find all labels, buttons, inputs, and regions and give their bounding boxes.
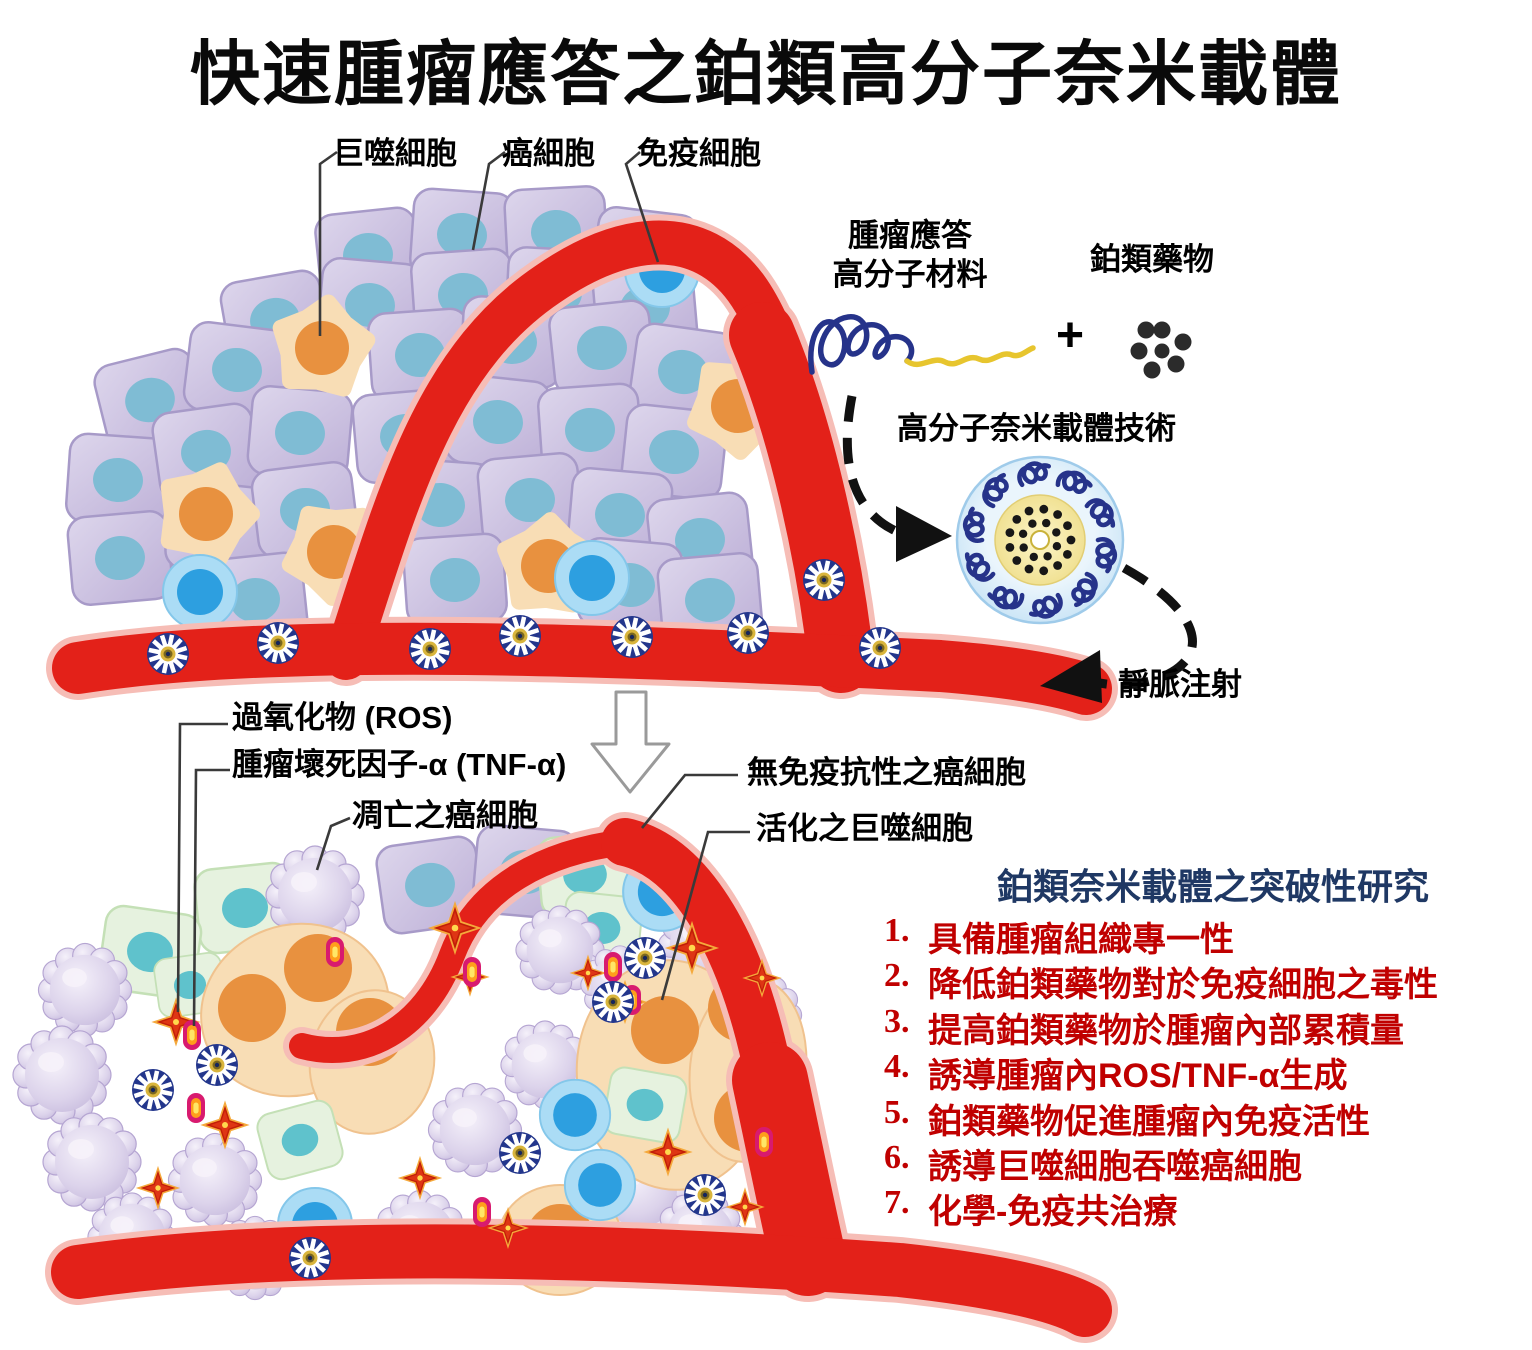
research-item: 4. 誘導腫瘤內ROS/TNF-α生成	[884, 1048, 1438, 1095]
label-iv-injection: 靜脈注射	[1118, 667, 1242, 702]
label-platinum-drug: 鉑類藥物	[1090, 242, 1214, 277]
label-responsive-polymer-line1: 腫瘤應答	[848, 218, 972, 253]
label-tnf: 腫瘤壞死因子-α (TNF-α)	[232, 747, 567, 782]
research-item-number: 6.	[884, 1138, 910, 1176]
research-item-number: 2.	[884, 957, 910, 995]
research-item: 1. 具備腫瘤組織專一性	[884, 912, 1438, 959]
research-item: 6. 誘導巨噬細胞吞噬癌細胞	[884, 1138, 1438, 1186]
research-item-text: 誘導巨噬細胞吞噬癌細胞	[928, 1147, 1302, 1186]
research-item-text: 具備腫瘤組織專一性	[928, 921, 1234, 959]
research-item-number: 5.	[884, 1093, 910, 1131]
page-title: 快速腫瘤應答之鉑類高分子奈米載體	[190, 35, 1342, 113]
nanocarrier-particle	[955, 455, 1125, 625]
research-item-text: 化學-免疫共治療	[928, 1193, 1178, 1232]
label-responsive-polymer: 腫瘤應答 高分子材料	[816, 216, 1004, 294]
down-arrow	[590, 690, 671, 794]
label-macrophage: 巨噬細胞	[333, 136, 457, 171]
research-item: 7. 化學-免疫共治療	[884, 1184, 1438, 1231]
research-list: 1. 具備腫瘤組織專一性 2. 降低鉑類藥物對於免疫細胞之毒性 3. 提高鉑類藥物於腫瘤內…	[884, 912, 1438, 1231]
research-item: 5. 鉑類藥物促進腫瘤內免疫活性	[884, 1093, 1438, 1141]
research-heading: 鉑類奈米載體之突破性研究	[996, 866, 1429, 907]
label-immune-cell: 免疫細胞	[637, 136, 761, 171]
label-activated-macrophage: 活化之巨噬細胞	[756, 811, 973, 846]
research-item-number: 4.	[884, 1048, 910, 1086]
dashed-arrow-to-nanoparticle	[842, 395, 952, 562]
research-item: 3. 提高鉑類藥物於腫瘤內部累積量	[884, 1002, 1438, 1050]
research-item-number: 1.	[884, 912, 910, 949]
dashed-arrow-to-vessel	[1040, 564, 1197, 703]
research-item-number: 7.	[884, 1184, 910, 1222]
label-apoptotic-cell: 凋亡之癌細胞	[352, 798, 538, 833]
plus-sign: +	[1056, 309, 1085, 362]
research-item-text: 降低鉑類藥物對於免疫細胞之毒性	[928, 966, 1438, 1005]
research-item-text: 提高鉑類藥物於腫瘤內部累積量	[928, 1011, 1404, 1050]
label-nanocarrier-tech: 高分子奈米載體技術	[897, 411, 1176, 446]
label-cancer-cell: 癌細胞	[502, 136, 595, 171]
label-no-immune-resistance: 無免疫抗性之癌細胞	[747, 755, 1026, 790]
research-item-text: 誘導腫瘤內ROS/TNF-α生成	[928, 1057, 1348, 1096]
platinum-drug-dots	[1130, 321, 1192, 379]
polymer-scribble	[808, 314, 1036, 375]
research-item-text: 鉑類藥物促進腫瘤內免疫活性	[928, 1102, 1370, 1141]
label-responsive-polymer-line2: 高分子材料	[832, 257, 988, 292]
research-item-number: 3.	[884, 1002, 910, 1040]
research-item: 2. 降低鉑類藥物對於免疫細胞之毒性	[884, 957, 1438, 1004]
label-ros: 過氧化物 (ROS)	[232, 700, 453, 735]
